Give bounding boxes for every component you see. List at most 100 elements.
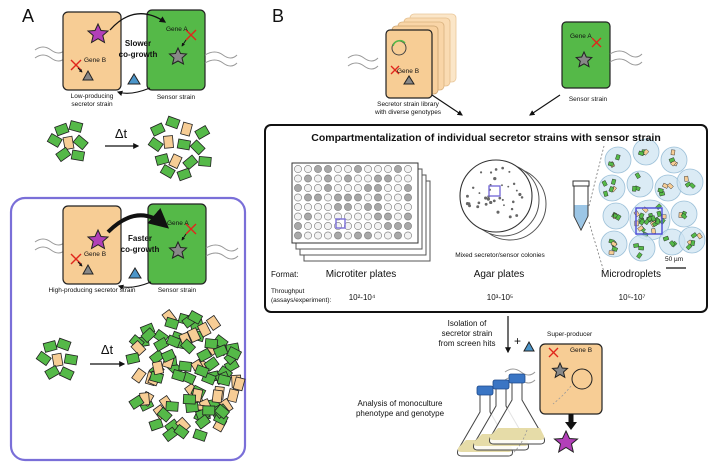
triangle-icon: [82, 263, 94, 275]
well: [324, 165, 332, 173]
secreted-star-icon: [86, 22, 110, 44]
droplet-cell: [662, 182, 669, 189]
colony-dot: [511, 200, 515, 204]
droplet-cell: [668, 240, 676, 247]
well: [364, 231, 372, 240]
panel-a-bottom: [34, 203, 239, 290]
droplet-cell: [670, 149, 676, 156]
well: [374, 184, 382, 192]
droplet-cell: [684, 181, 692, 188]
well: [384, 203, 392, 211]
well: [394, 212, 402, 221]
throughput-microdroplets: 10⁵-10⁷: [618, 293, 646, 302]
colony-cell: [156, 406, 173, 423]
well: [304, 184, 312, 192]
colony-dot: [492, 199, 496, 203]
well: [374, 222, 382, 230]
droplet: [678, 226, 706, 254]
low-producer-label-1: Low-producing: [70, 93, 114, 100]
format-microdroplets: Microdroplets: [600, 269, 662, 280]
well: [334, 193, 342, 202]
droplet-cell: [660, 214, 667, 219]
colony-cell: [131, 367, 147, 384]
nutrient-triangle-icon: [128, 267, 142, 279]
fast-exchange-arrow: [106, 207, 170, 234]
high-producer-box: [9, 196, 247, 462]
well: [304, 174, 312, 183]
colony-dot: [507, 185, 510, 188]
high-producer-label: High-producing secretor strain: [48, 287, 136, 294]
hit-colony-highlight: [488, 185, 501, 197]
droplet-cell: [601, 180, 608, 187]
format-agar: Agar plates: [473, 269, 525, 280]
colony-dot: [493, 176, 497, 181]
cogrowth-label-bottom: co-growth: [120, 245, 160, 254]
flagella-left: [34, 46, 66, 54]
colony-cell: [148, 417, 164, 432]
sensor-to-box-arrow: [529, 94, 561, 116]
well: [294, 165, 302, 173]
analysis-label-2: phenotype and genotype: [355, 409, 445, 418]
nutrient-triangle-icon: [523, 340, 535, 352]
slow-exchange-arrow: [109, 13, 167, 31]
library-caption-2: with diverse genotypes: [374, 109, 442, 116]
colony-dot: [489, 200, 493, 205]
colony-cell: [180, 338, 197, 355]
panel-label-b: B: [272, 6, 285, 26]
droplet-cell: [611, 246, 618, 252]
colony-before-high: [35, 337, 79, 381]
colony-cell: [197, 321, 212, 338]
well: [334, 212, 342, 221]
well: [344, 165, 352, 173]
well: [364, 165, 372, 173]
well: [304, 165, 312, 173]
droplet-cell: [656, 210, 662, 217]
colony-cell: [232, 376, 246, 392]
well: [384, 174, 392, 183]
colony-cell: [216, 373, 232, 387]
well: [354, 212, 362, 221]
droplet-cell: [632, 185, 637, 192]
well: [384, 212, 392, 221]
sensor-strain-b: [561, 21, 643, 89]
colony-dot: [501, 184, 503, 187]
secreted-star-icon: [86, 228, 110, 250]
box-title: Compartmentalization of individual secre…: [311, 132, 661, 144]
well: [364, 193, 372, 202]
droplet-cell: [610, 178, 617, 185]
droplet-cell: [638, 212, 645, 220]
colony-dot: [501, 198, 504, 201]
well: [394, 165, 402, 173]
well: [294, 184, 302, 192]
well: [334, 184, 342, 192]
well: [324, 222, 332, 230]
colony-cell: [165, 334, 182, 349]
colony-cell: [226, 388, 240, 403]
library-caption-1: Secretor strain library: [377, 101, 439, 108]
well: [374, 231, 382, 240]
large-colony-after: [125, 308, 246, 443]
well: [314, 193, 322, 202]
delta-t-bottom: Δt: [100, 342, 114, 357]
well: [294, 231, 302, 240]
well: [364, 212, 372, 221]
well: [344, 212, 352, 221]
colony-dot: [519, 193, 522, 196]
well: [304, 222, 312, 230]
droplet-cell: [610, 240, 618, 248]
droplet-cell: [637, 225, 644, 232]
droplet-cell: [608, 250, 615, 255]
well: [374, 165, 382, 173]
well: [314, 231, 322, 240]
well: [364, 174, 372, 183]
droplet-cell: [642, 148, 650, 156]
well: [374, 212, 382, 221]
droplet-cell: [638, 150, 645, 157]
droplet-cell: [668, 157, 676, 163]
well: [304, 203, 312, 211]
well: [394, 203, 402, 211]
colony-dot: [479, 171, 483, 174]
sensor-cell-b: [561, 21, 611, 89]
throughput-agar: 10³-10⁵: [486, 293, 514, 302]
droplet-cell: [680, 212, 688, 220]
